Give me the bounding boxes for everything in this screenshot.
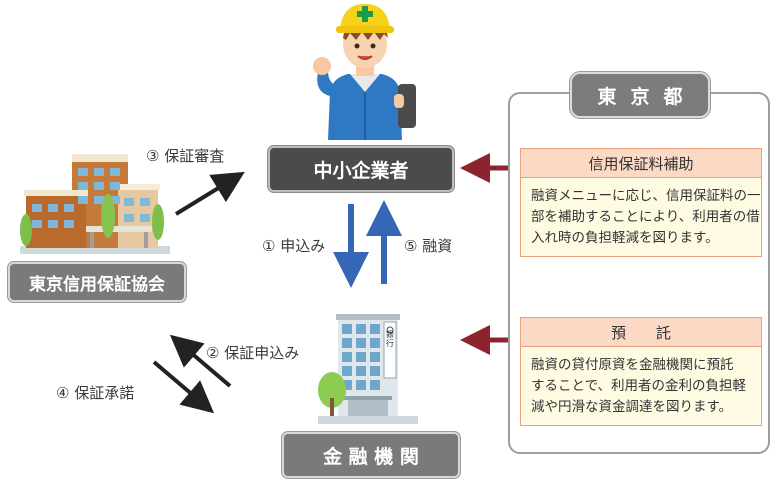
deposit-line-1: 融資の貸付原資を金融機関に預託 (531, 357, 734, 373)
arrow-guarantee-application (169, 334, 232, 388)
tokyo-title-text: 東京都 (597, 85, 697, 108)
deposit-line-3: 減や円滑な資金調達を図ります。 (531, 399, 733, 415)
office-building-illustration (20, 154, 170, 254)
sme-node: 中小企業者 (268, 146, 454, 192)
financial-institution-node: 金 融 機 関 (282, 432, 460, 478)
step3-label: ③ 保証審査 (146, 147, 225, 165)
arrow-guarantee-review (174, 171, 245, 216)
bank-sign-text: 銀行 (386, 330, 394, 348)
deposit-card-body: 融資の貸付原資を金融機関に預託 することで、利用者の金利の負担軽 減や円滑な資金… (520, 346, 762, 426)
subsidy-line-2: 部を補助することにより、利用者の借 (531, 209, 760, 225)
deposit-line-2: することで、利用者の金利の負担軽 (531, 378, 747, 394)
worker-illustration (313, 4, 416, 140)
step1-label: ① 申込み (262, 237, 326, 255)
financial-institution-label: 金 融 機 関 (323, 445, 419, 468)
subsidy-line-1: 融資メニューに応じ、信用保証料の一 (531, 188, 761, 204)
subsidy-line-3: 入れ時の負担軽減を図ります。 (531, 230, 719, 246)
subsidy-card-heading: 信用保証料補助 (520, 148, 762, 178)
step2-label: ② 保証申込み (206, 344, 300, 362)
subsidy-card-body: 融資メニューに応じ、信用保証料の一 部を補助することにより、利用者の借 入れ時の… (520, 177, 762, 257)
subsidy-heading-text: 信用保証料補助 (588, 154, 694, 173)
deposit-card-heading: 預 託 (520, 317, 762, 347)
tokyo-title: 東京都 (570, 72, 710, 118)
step4-label: ④ 保証承諾 (56, 384, 135, 402)
step5-label: ⑤ 融資 (404, 237, 453, 255)
bank-building-illustration (318, 314, 418, 424)
deposit-heading-text: 預 託 (610, 323, 671, 342)
guarantee-association-node: 東京信用保証協会 (8, 262, 186, 302)
guarantee-association-label: 東京信用保証協会 (29, 274, 165, 295)
sme-label: 中小企業者 (313, 159, 409, 182)
arrow-guarantee-approval (152, 360, 215, 414)
